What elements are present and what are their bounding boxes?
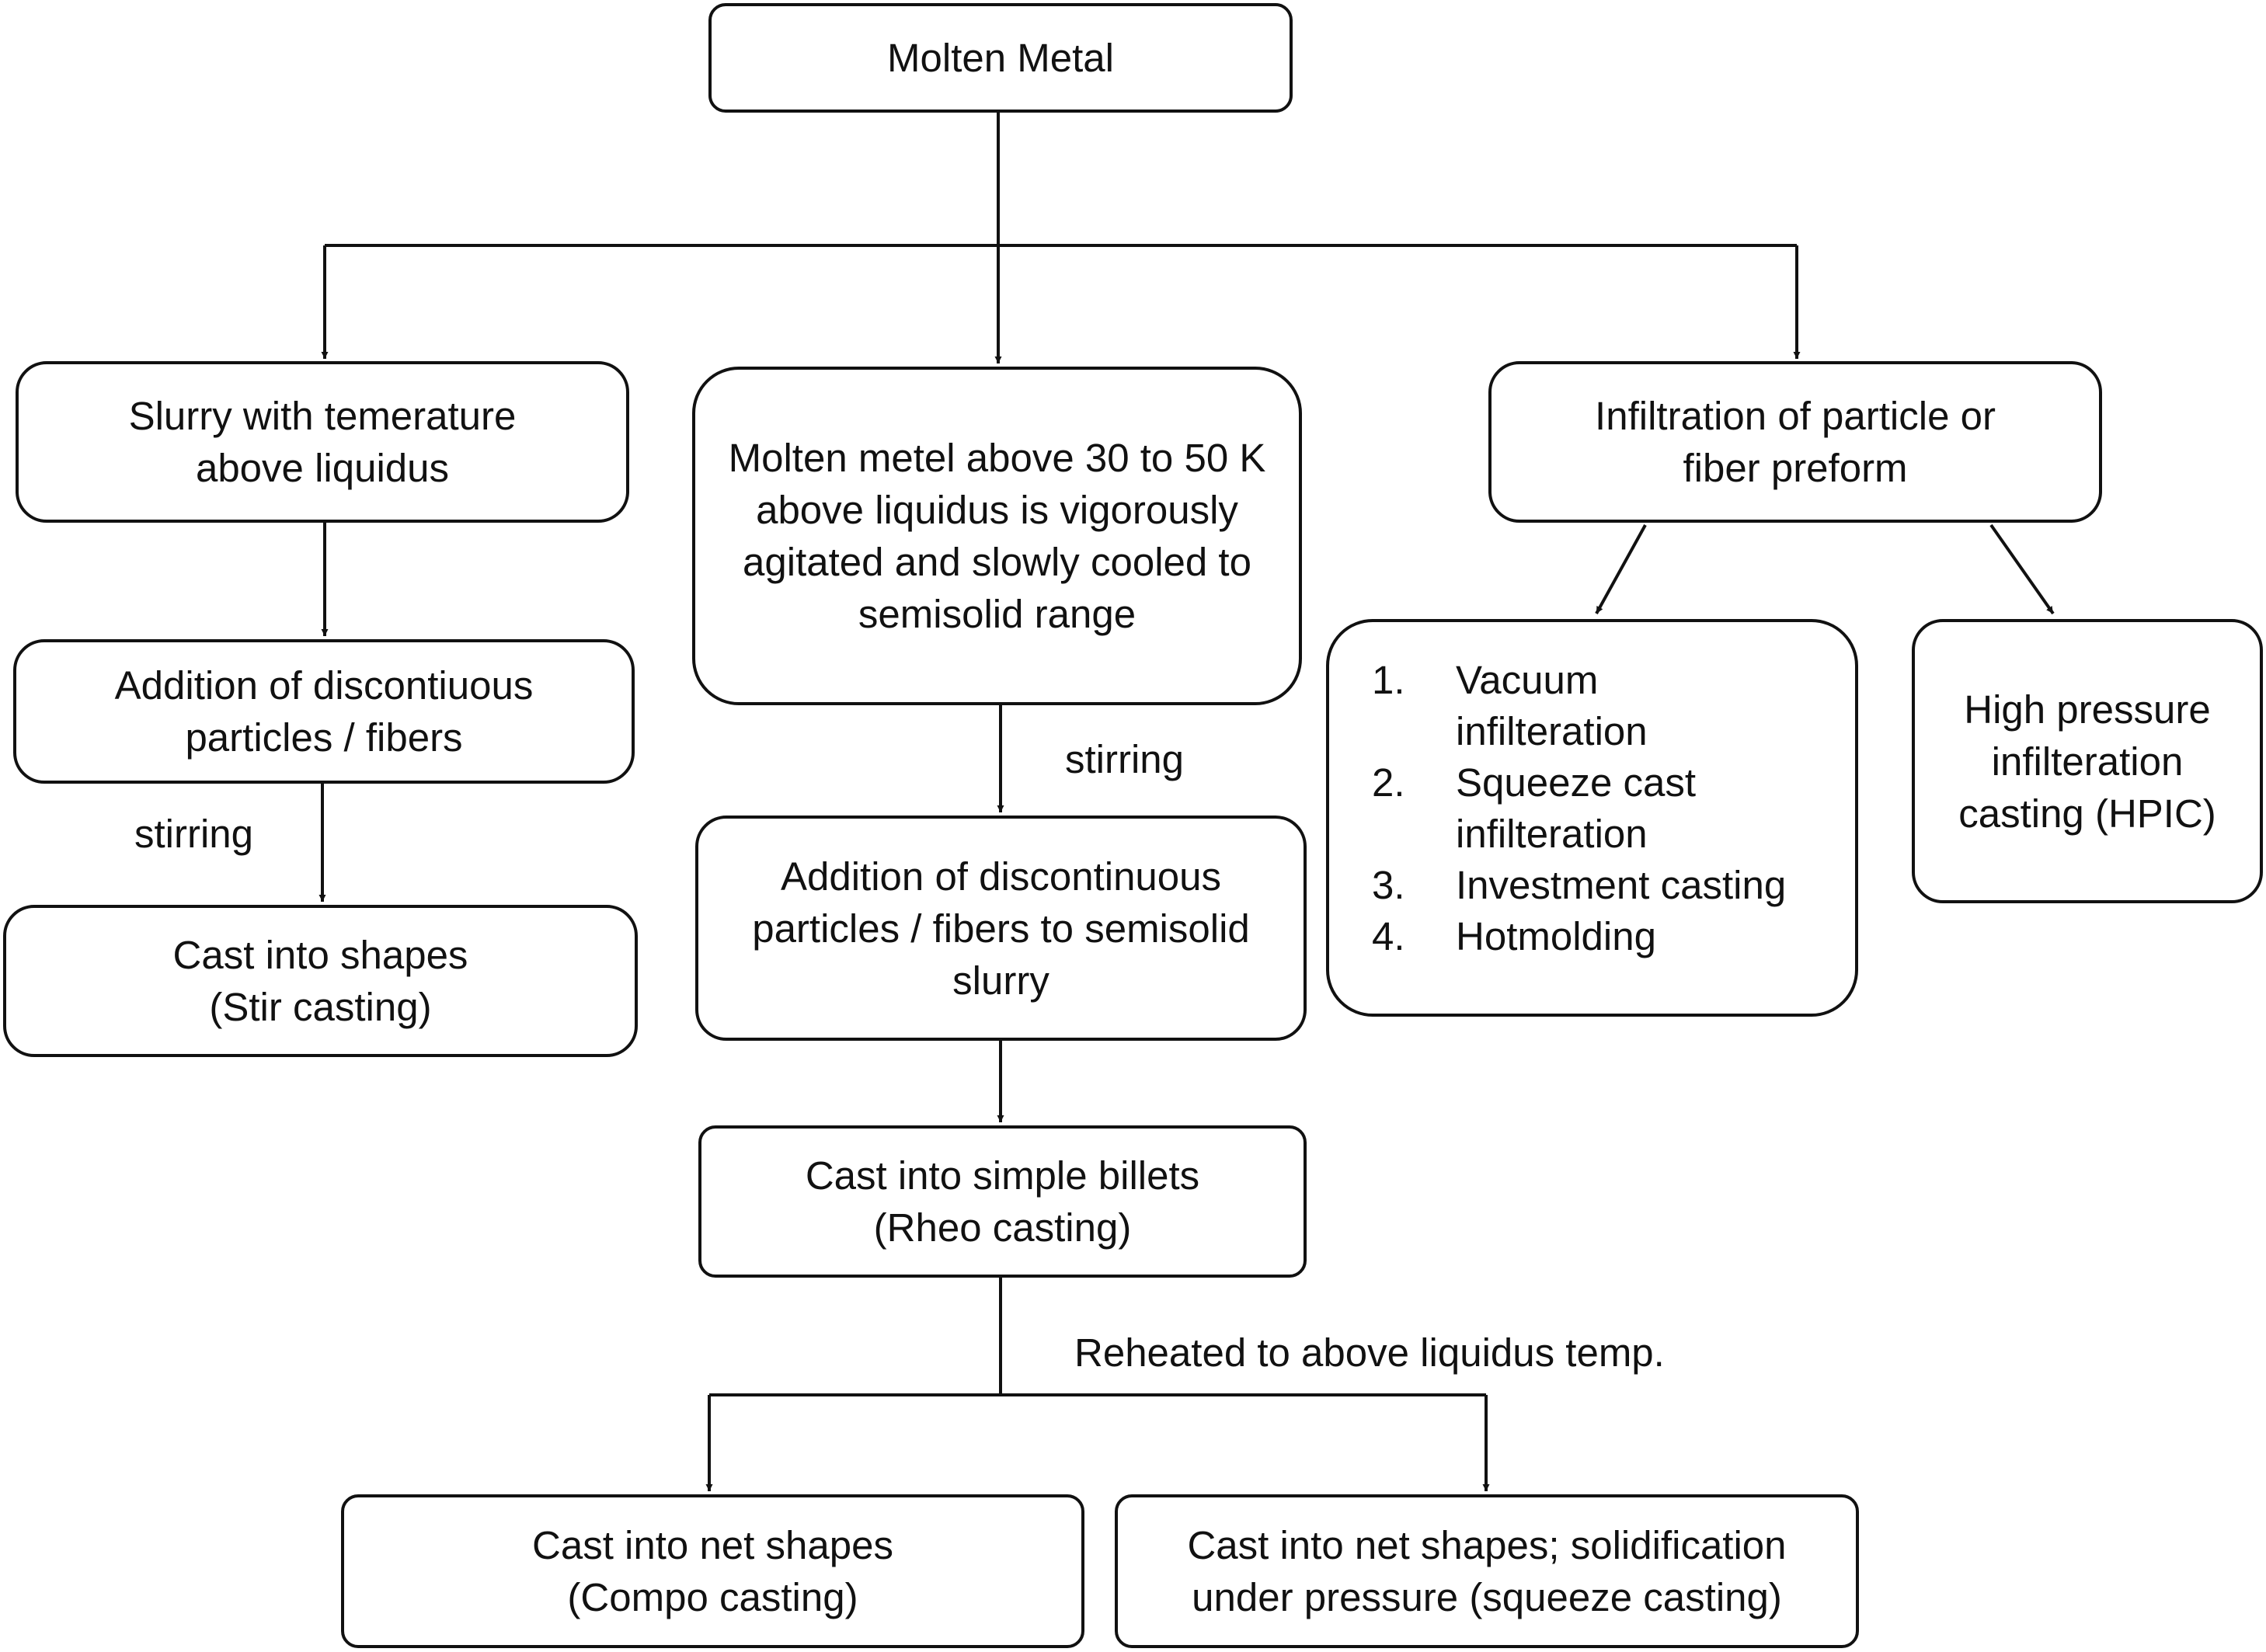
- method-text: Vacuum infilteration: [1456, 658, 1648, 753]
- hpic-box: High pressure infilteration casting (HPI…: [1912, 619, 2263, 903]
- rheo-casting-text: Cast into simple billets (Rheo casting): [805, 1153, 1200, 1250]
- squeeze-casting-box: Cast into net shapes; solidification und…: [1115, 1494, 1859, 1648]
- compo-casting-box: Cast into net shapes (Compo casting): [341, 1494, 1084, 1648]
- infiltration-methods-box: [1326, 619, 1858, 1017]
- middle-stirring-label: stirring: [1065, 737, 1185, 781]
- stir-casting-box: Cast into shapes (Stir casting): [3, 905, 638, 1057]
- infiltration-box: Infiltration of particle or fiber prefor…: [1488, 361, 2102, 523]
- molten-agitated-text: Molten metel above 30 to 50 K above liqu…: [728, 436, 1266, 636]
- method-item-1: 1. Vacuum infilteration: [1372, 655, 1875, 757]
- method-number: 3.: [1372, 863, 1405, 907]
- squeeze-casting-text: Cast into net shapes; solidification und…: [1187, 1523, 1787, 1619]
- hpic-text: High pressure infilteration casting (HPI…: [1958, 687, 2216, 836]
- left-addition-box: Addition of discontiuous particles / fib…: [13, 639, 635, 784]
- method-number: 2.: [1372, 760, 1405, 805]
- method-item-2: 2. Squeeze cast infilteration: [1372, 757, 1875, 860]
- method-item-3: 3. Investment casting: [1372, 860, 1875, 911]
- arrow-to-methods: [1595, 524, 1647, 614]
- method-number: 4.: [1372, 914, 1405, 958]
- infiltration-methods-list: 1. Vacuum infilteration 2. Squeeze cast …: [1372, 655, 1875, 962]
- molten-metal-text: Molten Metal: [887, 36, 1114, 80]
- reheated-label: Reheated to above liquidus temp.: [1074, 1330, 1665, 1375]
- method-text: Hotmolding: [1456, 914, 1656, 958]
- left-addition-text: Addition of discontiuous particles / fib…: [114, 663, 534, 760]
- method-text: Investment casting: [1456, 863, 1787, 907]
- method-text: Squeeze cast infilteration: [1456, 760, 1697, 856]
- middle-addition-text: Addition of discontinuous particles / fi…: [752, 854, 1250, 1003]
- molten-agitated-box: Molten metel above 30 to 50 K above liqu…: [692, 367, 1302, 705]
- molten-metal-box: Molten Metal: [708, 3, 1293, 113]
- stir-casting-text: Cast into shapes (Stir casting): [172, 933, 468, 1029]
- arrow-to-hpic: [1989, 523, 2055, 615]
- method-item-4: 4. Hotmolding: [1372, 911, 1875, 962]
- compo-casting-text: Cast into net shapes (Compo casting): [532, 1523, 893, 1619]
- left-stirring-label: stirring: [134, 812, 254, 856]
- rheo-casting-box: Cast into simple billets (Rheo casting): [698, 1125, 1307, 1278]
- method-number: 1.: [1372, 658, 1405, 702]
- middle-addition-box: Addition of discontinuous particles / fi…: [695, 816, 1307, 1041]
- infiltration-text: Infiltration of particle or fiber prefor…: [1595, 394, 1996, 490]
- slurry-text: Slurry with temerature above liquidus: [128, 394, 517, 490]
- slurry-box: Slurry with temerature above liquidus: [16, 361, 629, 523]
